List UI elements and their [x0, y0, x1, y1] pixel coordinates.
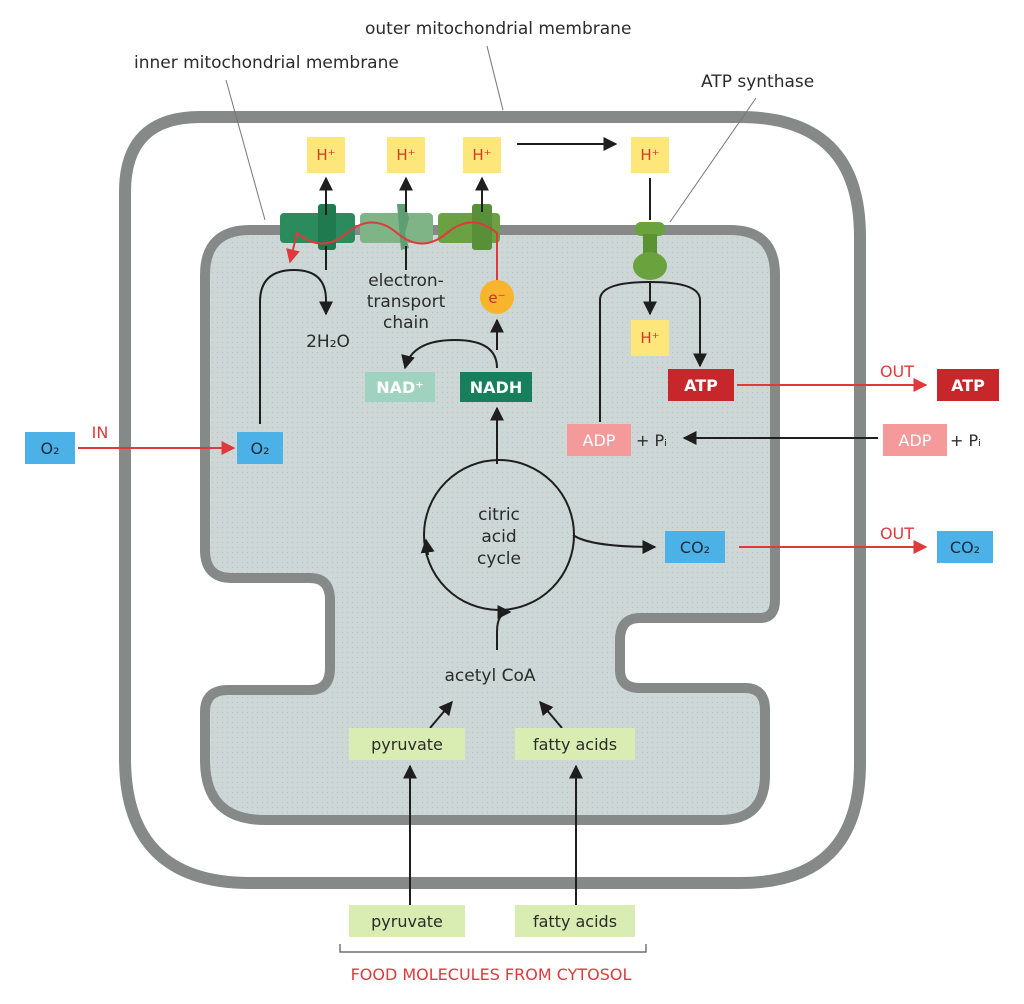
nadh-chip: NADH [460, 372, 532, 402]
electron-chip: e⁻ [480, 280, 514, 314]
inner-membrane-leader [225, 79, 266, 221]
inner-membrane-label: inner mitochondrial membrane [134, 53, 399, 73]
svg-text:ADP: ADP [583, 431, 616, 450]
svg-text:H⁺: H⁺ [640, 146, 659, 164]
outer-membrane-leader [486, 45, 504, 111]
etc-label-line-3: chain [383, 313, 429, 333]
svg-text:e⁻: e⁻ [488, 289, 505, 307]
food-bracket [339, 944, 647, 953]
complex-3-protein [438, 204, 500, 250]
svg-text:pyruvate: pyruvate [371, 735, 443, 754]
fatty-acids-chip-outside: fatty acids [515, 905, 635, 937]
adp-chip-inside: ADP [567, 424, 631, 456]
svg-text:ATP: ATP [684, 376, 718, 395]
water-formation-arrow [259, 268, 333, 424]
cycle-label-line-1: citric [478, 505, 520, 525]
co2-chip-outside: CO₂ [937, 531, 993, 563]
h-plus-chip-inner: H⁺ [631, 320, 669, 356]
o2-chip-inside: O₂ [237, 432, 283, 464]
nad-plus-chip: NAD⁺ [365, 372, 435, 402]
svg-text:fatty acids: fatty acids [533, 912, 617, 931]
svg-text:H⁺: H⁺ [316, 146, 335, 164]
h-plus-chip-4: H⁺ [631, 137, 669, 173]
co2-out-label: OUT [880, 524, 914, 543]
h-plus-chip-1: H⁺ [307, 137, 345, 173]
atp-chip-inside: ATP [668, 369, 734, 401]
acetyl-coa-entry-arrow [496, 605, 512, 650]
atp-out-label: OUT [880, 362, 914, 381]
pyruvate-chip-inside: pyruvate [349, 728, 465, 760]
pi-inside-label: + Pᵢ [636, 431, 667, 450]
svg-text:H⁺: H⁺ [472, 146, 491, 164]
h-plus-chip-2: H⁺ [387, 137, 425, 173]
cycle-label-line-3: cycle [477, 549, 521, 569]
pyruvate-chip-outside: pyruvate [349, 905, 465, 937]
cycle-label-line-2: acid [481, 527, 516, 547]
svg-text:NADH: NADH [470, 378, 522, 397]
atp-synthase-leader [669, 97, 757, 223]
svg-text:CO₂: CO₂ [680, 538, 710, 557]
atp-chip-outside: ATP [937, 369, 999, 401]
svg-text:O₂: O₂ [40, 439, 59, 458]
svg-text:H⁺: H⁺ [640, 329, 659, 347]
atp-synthase-protein [633, 222, 667, 280]
fatty-acids-chip-inside: fatty acids [515, 728, 635, 760]
svg-text:CO₂: CO₂ [950, 538, 980, 557]
in-label: IN [92, 423, 109, 442]
water-label: 2H₂O [306, 332, 350, 352]
fatty-acids-to-acetyl-arrow [539, 700, 563, 729]
o2-chip-outside: O₂ [25, 432, 75, 464]
co2-chip-inside: CO₂ [665, 531, 725, 563]
svg-text:ADP: ADP [899, 431, 932, 450]
pyruvate-to-acetyl-arrow [429, 700, 453, 729]
cycle-to-co2-arrow [572, 534, 657, 554]
pi-outside-label: + Pᵢ [950, 431, 981, 450]
atp-synthesis-arrow [599, 280, 707, 422]
svg-text:NAD⁺: NAD⁺ [376, 378, 424, 397]
h-plus-chip-3: H⁺ [463, 137, 501, 173]
cycle-direction-arrow [420, 538, 435, 556]
svg-text:fatty acids: fatty acids [533, 735, 617, 754]
svg-text:ATP: ATP [951, 376, 985, 395]
svg-text:O₂: O₂ [250, 439, 269, 458]
atp-synthase-label: ATP synthase [701, 72, 814, 92]
electron-path [286, 221, 498, 290]
adp-chip-outside: ADP [883, 424, 947, 456]
nadh-to-nad-arrow [401, 338, 498, 370]
etc-label-line-1: electron- [368, 271, 444, 291]
svg-text:H⁺: H⁺ [396, 146, 415, 164]
outer-membrane-label: outer mitochondrial membrane [365, 19, 631, 39]
inner-membrane-shape [200, 225, 780, 825]
food-molecules-label: FOOD MOLECULES FROM CYTOSOL [351, 965, 632, 984]
etc-label-line-2: transport [367, 292, 446, 312]
svg-text:pyruvate: pyruvate [371, 912, 443, 931]
acetyl-coa-label: acetyl CoA [445, 666, 536, 686]
